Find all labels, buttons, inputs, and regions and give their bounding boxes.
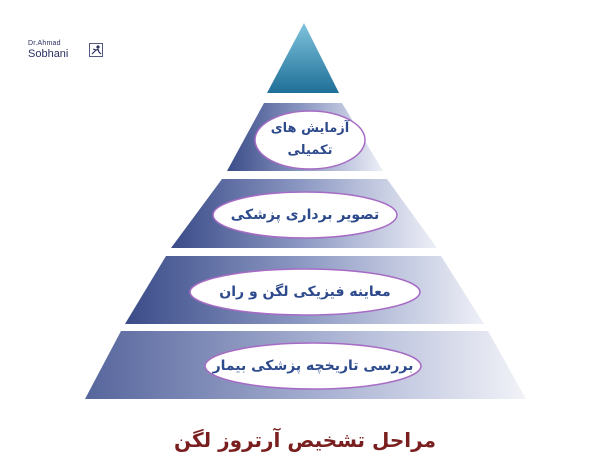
tier-1-label: بررسی تاریخچه پزشکی بیمار	[212, 358, 414, 374]
tier-4-ellipse	[254, 110, 366, 170]
tier-2-label: معاینه فیزیکی لگن و ران	[219, 284, 391, 300]
tier-1-ellipse	[204, 342, 422, 390]
tier-3-ellipse	[212, 191, 398, 239]
logo-figure-icon	[89, 43, 103, 57]
tier-3-label: تصویر برداری پزشکی	[230, 207, 380, 223]
tier-2-ellipse	[189, 268, 421, 316]
logo-name-bottom: Sobhani	[28, 48, 69, 60]
logo: Dr.Ahmad Sobhani	[28, 40, 108, 70]
diagram-caption: مراحل تشخیص آرتروز لگن	[174, 428, 436, 452]
tier-4-label-line1: آزمایش های	[270, 121, 350, 136]
tier-4-label-line2: تکمیلی	[287, 143, 333, 158]
logo-name-top: Dr.Ahmad	[28, 40, 61, 47]
pyramid-apex	[267, 23, 339, 93]
